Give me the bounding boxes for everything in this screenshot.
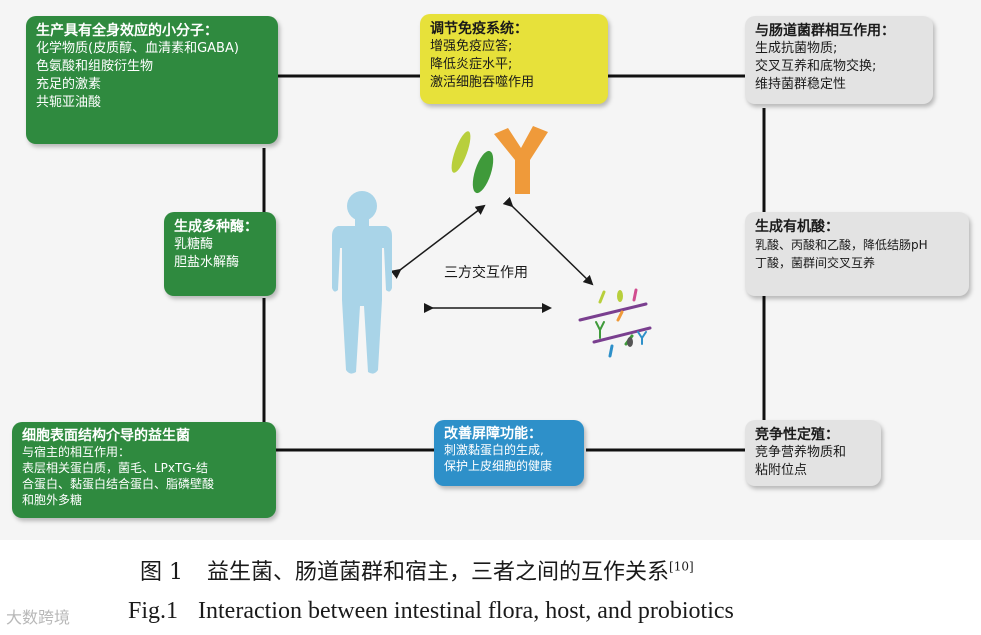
small-molecules-line: 化学物质(皮质醇、血清素和GABA) [36, 41, 239, 56]
small-molecules-line: 色氨酸和组胺衍生物 [36, 59, 154, 74]
figure-reference: [10] [669, 559, 694, 574]
small-molecules-line: 充足的激素 [36, 77, 102, 92]
surface-structure-title: 细胞表面结构介导的益生菌 [22, 428, 190, 444]
immune-title: 调节免疫系统： [430, 21, 528, 37]
surface-structure-line: 和胞外多糖 [22, 493, 83, 507]
barrier-title: 改善屏障功能： [444, 426, 542, 442]
microbiota-line: 交叉互养和底物交换; [755, 59, 877, 74]
organic-acids-box: 生成有机酸： 乳酸、丙酸和乙酸，降低结肠pH 丁酸，菌群间交叉互养 [745, 212, 969, 296]
bacteria-icon [578, 288, 652, 358]
figure-number-en: Fig.1 [128, 598, 179, 624]
figure-caption-en: Fig.1 Interaction between intestinal flor… [128, 598, 734, 625]
enzymes-line: 胆盐水解酶 [174, 255, 240, 270]
surface-structure-box: 细胞表面结构介导的益生菌 与宿主的相互作用： 表层相关蛋白质，菌毛、LPxTG-… [12, 422, 276, 518]
immune-box: 调节免疫系统： 增强免疫应答; 降低炎症水平; 激活细胞吞噬作用 [420, 14, 608, 104]
figure-number-cn: 图 1 [140, 560, 183, 585]
barrier-line: 保护上皮细胞的健康 [444, 459, 553, 473]
microbiota-title: 与肠道菌群相互作用： [755, 23, 895, 39]
enzymes-box: 生成多种酶： 乳糖酶 胆盐水解酶 [164, 212, 276, 296]
enzymes-title: 生成多种酶： [174, 219, 258, 235]
frame-lines [262, 74, 766, 452]
small-molecules-box: 生产具有全身效应的小分子： 化学物质(皮质醇、血清素和GABA) 色氨酸和组胺衍… [26, 16, 278, 144]
competition-title: 竞争性定殖： [755, 427, 839, 443]
competition-line: 粘附位点 [755, 463, 808, 478]
surface-structure-line: 表层相关蛋白质，菌毛、LPxTG-结 [22, 461, 208, 475]
organic-acids-line: 丁酸，菌群间交叉互养 [755, 256, 876, 270]
microbiota-line: 生成抗菌物质; [755, 41, 838, 56]
small-molecules-line: 共轭亚油酸 [36, 95, 102, 110]
antibody-icon [451, 126, 548, 194]
immune-line: 降低炎症水平; [430, 57, 513, 72]
small-molecules-title: 生产具有全身效应的小分子： [36, 23, 218, 39]
microbiota-box: 与肠道菌群相互作用： 生成抗菌物质; 交叉互养和底物交换; 维持菌群稳定性 [745, 16, 933, 104]
barrier-line: 刺激黏蛋白的生成, [444, 443, 544, 457]
interaction-arrows [390, 196, 594, 313]
immune-line: 增强免疫应答; [430, 39, 513, 54]
enzymes-line: 乳糖酶 [174, 237, 214, 252]
watermark: 大数跨境 [6, 608, 71, 627]
barrier-box: 改善屏障功能： 刺激黏蛋白的生成, 保护上皮细胞的健康 [434, 420, 584, 486]
three-way-interaction-label: 三方交互作用 [444, 265, 528, 281]
figure-caption-cn: 图 1 益生菌、肠道菌群和宿主，三者之间的互作关系[10] [140, 554, 900, 586]
figure-title-en: Interaction between intestinal flora, ho… [198, 598, 734, 624]
figure-title-cn: 益生菌、肠道菌群和宿主，三者之间的互作关系 [207, 560, 670, 585]
surface-structure-line: 合蛋白、黏蛋白结合蛋白、脂磷壁酸 [22, 477, 215, 491]
human-figure-icon [332, 191, 392, 374]
organic-acids-title: 生成有机酸： [755, 219, 839, 235]
competition-box: 竞争性定殖： 竞争营养物质和 粘附位点 [745, 420, 881, 486]
surface-structure-line: 与宿主的相互作用： [22, 445, 131, 459]
immune-line: 激活细胞吞噬作用 [430, 75, 535, 90]
organic-acids-line: 乳酸、丙酸和乙酸，降低结肠pH [755, 238, 928, 252]
microbiota-line: 维持菌群稳定性 [755, 77, 847, 92]
competition-line: 竞争营养物质和 [755, 445, 847, 460]
